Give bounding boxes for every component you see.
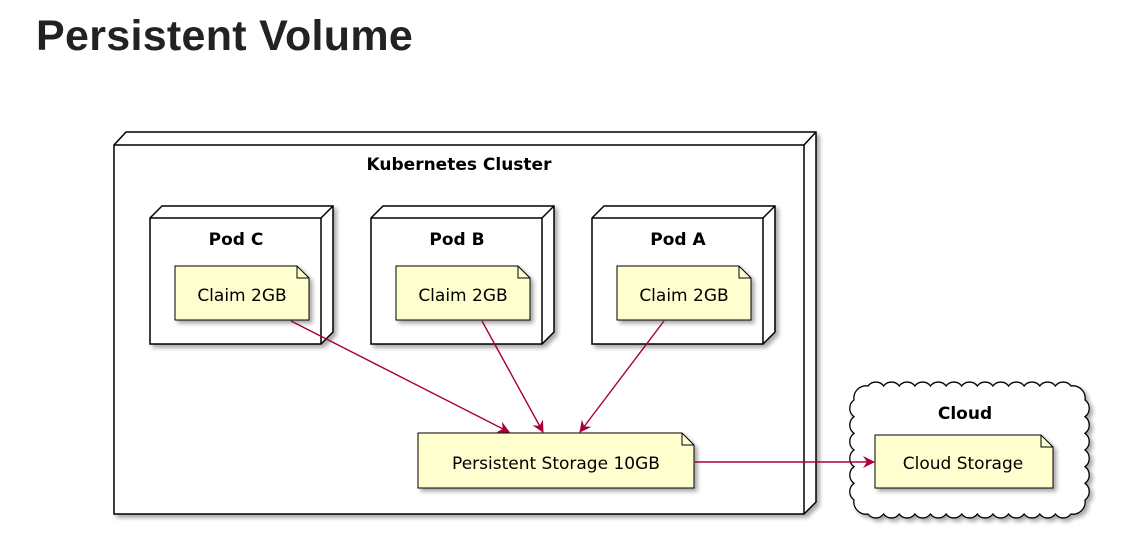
arrow-claim-a-to-storage (579, 320, 665, 433)
pod-node-c: Pod C Claim 2GB (149, 205, 334, 345)
cloud-storage-label: Cloud Storage (903, 454, 1023, 474)
cluster-label: Kubernetes Cluster (367, 155, 553, 175)
pod-node-b: Pod B Claim 2GB (370, 205, 555, 345)
claim-label: Claim 2GB (639, 286, 728, 306)
claim-label: Claim 2GB (418, 286, 507, 306)
cloud-storage-note: Cloud Storage (874, 434, 1054, 489)
pod-label: Pod C (209, 230, 264, 250)
claim-note: Claim 2GB (616, 265, 752, 321)
arrow-claim-c-to-storage (290, 320, 510, 433)
persistent-storage-label: Persistent Storage 10GB (452, 454, 660, 474)
persistent-storage-note: Persistent Storage 10GB (417, 432, 695, 489)
claim-note: Claim 2GB (395, 265, 531, 321)
cloud-node: Cloud Cloud Storage (849, 381, 1090, 519)
claim-note: Claim 2GB (174, 265, 310, 321)
pod-label: Pod A (650, 230, 706, 250)
arrows (290, 320, 875, 468)
cloud-label: Cloud (938, 404, 992, 424)
pod-label: Pod B (429, 230, 484, 250)
page-title: Persistent Volume (36, 12, 414, 60)
arrow-claim-b-to-storage (481, 320, 544, 433)
pod-node-a: Pod A Claim 2GB (591, 205, 776, 345)
claim-label: Claim 2GB (197, 286, 286, 306)
